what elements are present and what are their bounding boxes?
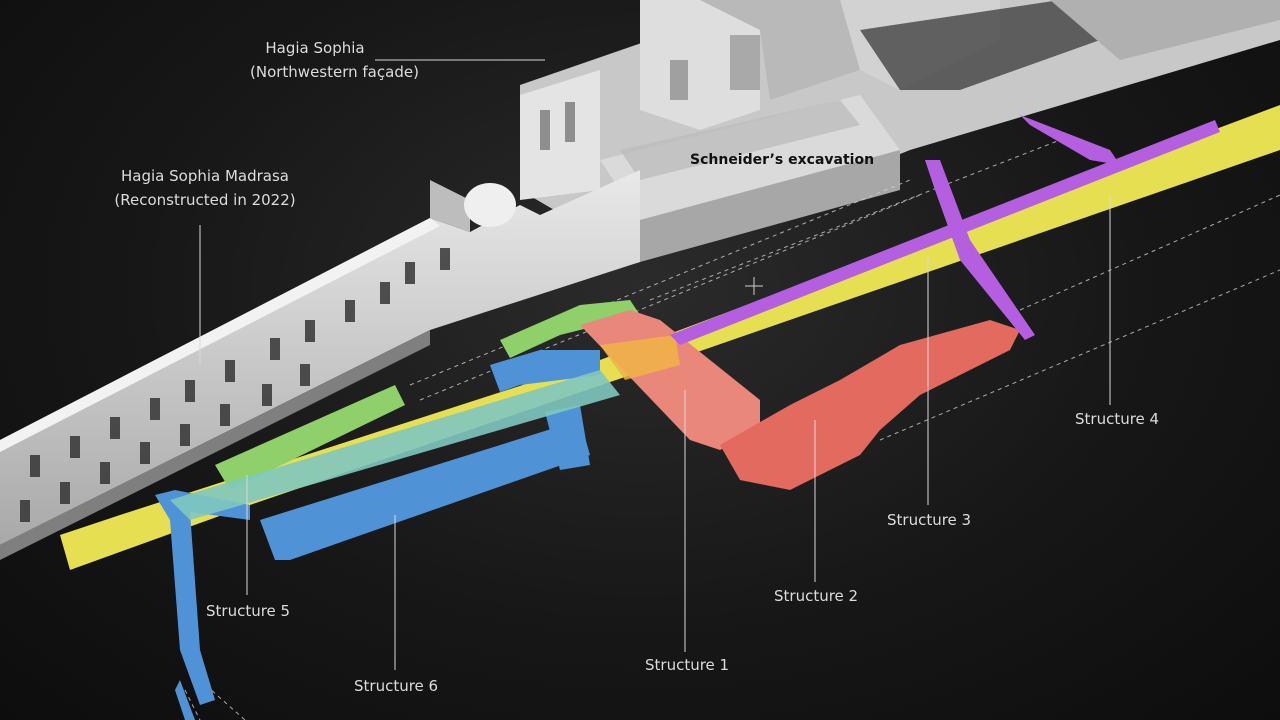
label-structure-6: Structure 6 <box>354 677 439 695</box>
structure-6-upper-band <box>170 370 620 520</box>
structure-5-model <box>215 300 640 490</box>
label-structure-4: Structure 4 <box>1075 410 1160 428</box>
crosshair-icon <box>745 277 763 295</box>
label-structure-3: Structure 3 <box>887 511 972 529</box>
label-structure-1: Structure 1 <box>645 656 730 674</box>
structure-2-model <box>720 320 1020 490</box>
label-facade-line2: (Northwestern façade) <box>250 63 419 81</box>
label-hagia-sophia-facade: Hagia Sophia (Northwestern façade) <box>250 36 419 84</box>
label-schneider-excavation: Schneider’s excavation <box>690 152 875 168</box>
madrasa-wall-model <box>0 170 640 560</box>
label-madrasa: Hagia Sophia Madrasa (Reconstructed in 2… <box>100 164 310 212</box>
label-structure-2: Structure 2 <box>774 587 859 605</box>
leader-lines <box>199 59 1111 670</box>
label-structure-5: Structure 5 <box>206 602 291 620</box>
structure-3-model <box>670 115 1220 345</box>
structure-1-model <box>580 310 760 450</box>
hagia-sophia-facade-model <box>520 0 1280 262</box>
label-madrasa-line1: Hagia Sophia Madrasa <box>121 167 289 185</box>
structure-6-model <box>155 350 600 720</box>
label-madrasa-line2: (Reconstructed in 2022) <box>114 191 296 209</box>
label-facade-line1: Hagia Sophia <box>265 39 365 57</box>
